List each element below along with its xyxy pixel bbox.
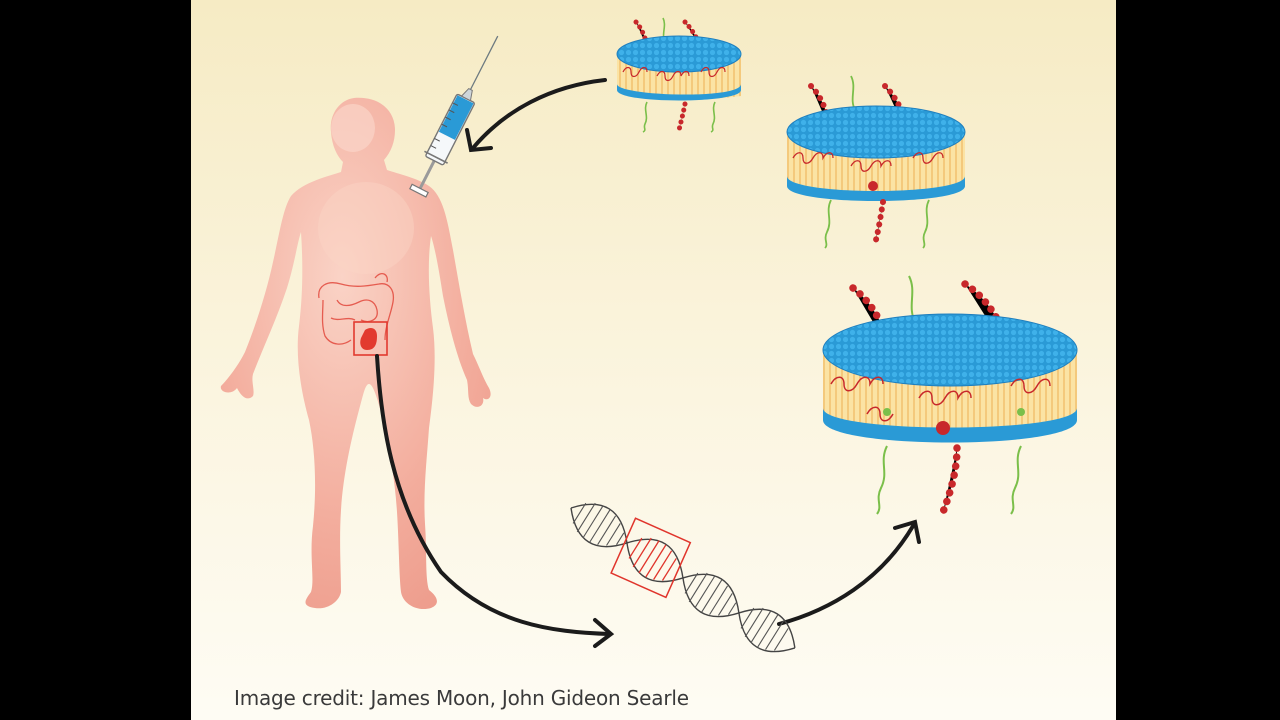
- cycle-arrows: [375, 78, 921, 648]
- arrow-dna-to-discs: [777, 524, 915, 626]
- mutation-highlight-box: [610, 517, 692, 599]
- tumor-site-highlight: [353, 321, 388, 356]
- nanodisc-vaccine-diagram: [191, 0, 1116, 720]
- dna-helix-icon: [570, 502, 796, 653]
- image-credit: Image credit: James Moon, John Gideon Se…: [234, 686, 689, 710]
- arrow-disc-to-syringe: [471, 78, 607, 150]
- nanodisc-small: [616, 17, 742, 133]
- human-body-figure: [220, 97, 491, 610]
- nanodisc-large: [822, 275, 1078, 516]
- nanodisc-medium: [786, 75, 966, 249]
- arrow-body-to-dna: [375, 354, 611, 636]
- illustration-panel: Image credit: James Moon, John Gideon Se…: [191, 0, 1116, 720]
- syringe-icon: [409, 35, 499, 198]
- intestine-outline: [318, 273, 395, 345]
